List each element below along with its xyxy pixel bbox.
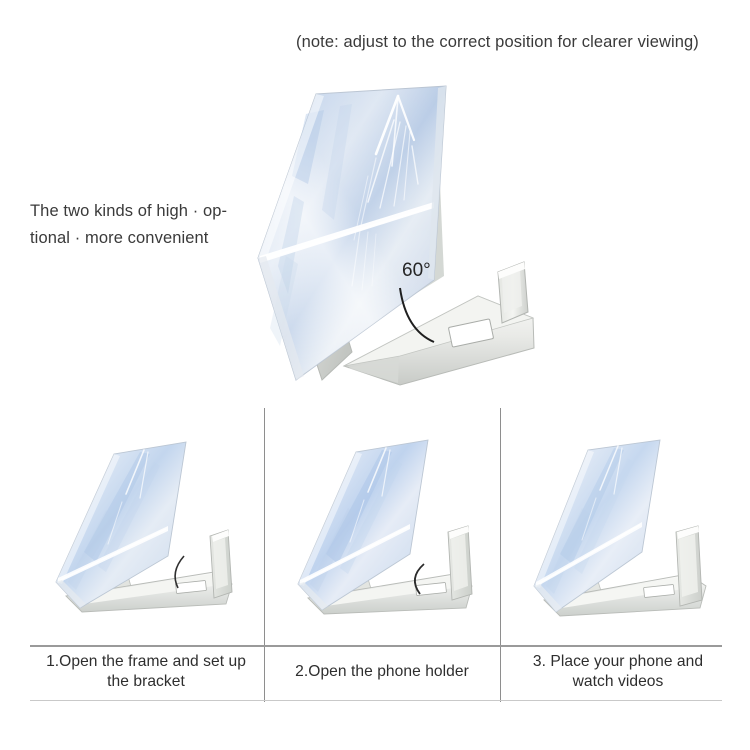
cutout-slot bbox=[448, 318, 494, 348]
hero-product-image: 60° bbox=[248, 80, 548, 390]
note-text-content: (note: adjust to the correct position fo… bbox=[296, 33, 699, 51]
phone-holder-flap bbox=[497, 261, 529, 324]
note-text: (note: adjust to the correct position fo… bbox=[296, 31, 746, 53]
lens-panel bbox=[55, 441, 187, 609]
phone-holder-flap bbox=[447, 525, 473, 601]
step-3-image bbox=[520, 432, 732, 632]
lens-highlight-streaks bbox=[353, 94, 419, 241]
step-2-image bbox=[282, 432, 494, 632]
side-description-line-1: The two kinds of high · op- bbox=[30, 202, 228, 220]
holder-wire bbox=[174, 555, 185, 589]
lens-panel bbox=[533, 439, 661, 613]
base-plate bbox=[543, 573, 707, 617]
step-1-caption-line-2: the bracket bbox=[107, 672, 185, 690]
side-description-line-2: tional · more convenient bbox=[30, 228, 209, 247]
cutout-slot bbox=[643, 584, 675, 598]
base-plate bbox=[342, 295, 535, 386]
caption-rule-top bbox=[30, 645, 722, 647]
lens-panel bbox=[257, 85, 447, 381]
step-3-caption-line-2: watch videos bbox=[572, 672, 664, 690]
panel-divider-2 bbox=[500, 408, 502, 702]
lens-panel bbox=[297, 439, 429, 611]
phone-holder-flap bbox=[209, 529, 233, 599]
step-2-caption: 2.Open the phone holder bbox=[266, 662, 498, 682]
cutout-slot bbox=[415, 582, 447, 596]
base-plate bbox=[307, 573, 473, 615]
lens-lower-streaks bbox=[351, 229, 377, 291]
cutout-slot bbox=[175, 580, 207, 594]
step-3-caption-line-1: 3. Place your phone and bbox=[532, 653, 704, 670]
caption-rule-bottom bbox=[30, 700, 722, 702]
step-1-image bbox=[36, 432, 252, 632]
angle-arc bbox=[399, 287, 435, 343]
phone-holder-flap bbox=[675, 525, 703, 607]
step-3-caption: 3. Place your phone and watch videos bbox=[504, 652, 732, 692]
step-2-caption-line-1: 2.Open the phone holder bbox=[295, 663, 469, 680]
side-description: The two kinds of high · op- tional · mor… bbox=[30, 198, 265, 251]
step-1-caption-line-1: 1.Open the frame and set up bbox=[46, 653, 246, 670]
base-plate bbox=[65, 571, 233, 613]
angle-label: 60° bbox=[402, 260, 431, 281]
holder-wire bbox=[414, 563, 425, 595]
panel-divider-1 bbox=[264, 408, 266, 702]
step-1-caption: 1.Open the frame and set up the bracket bbox=[30, 652, 262, 692]
